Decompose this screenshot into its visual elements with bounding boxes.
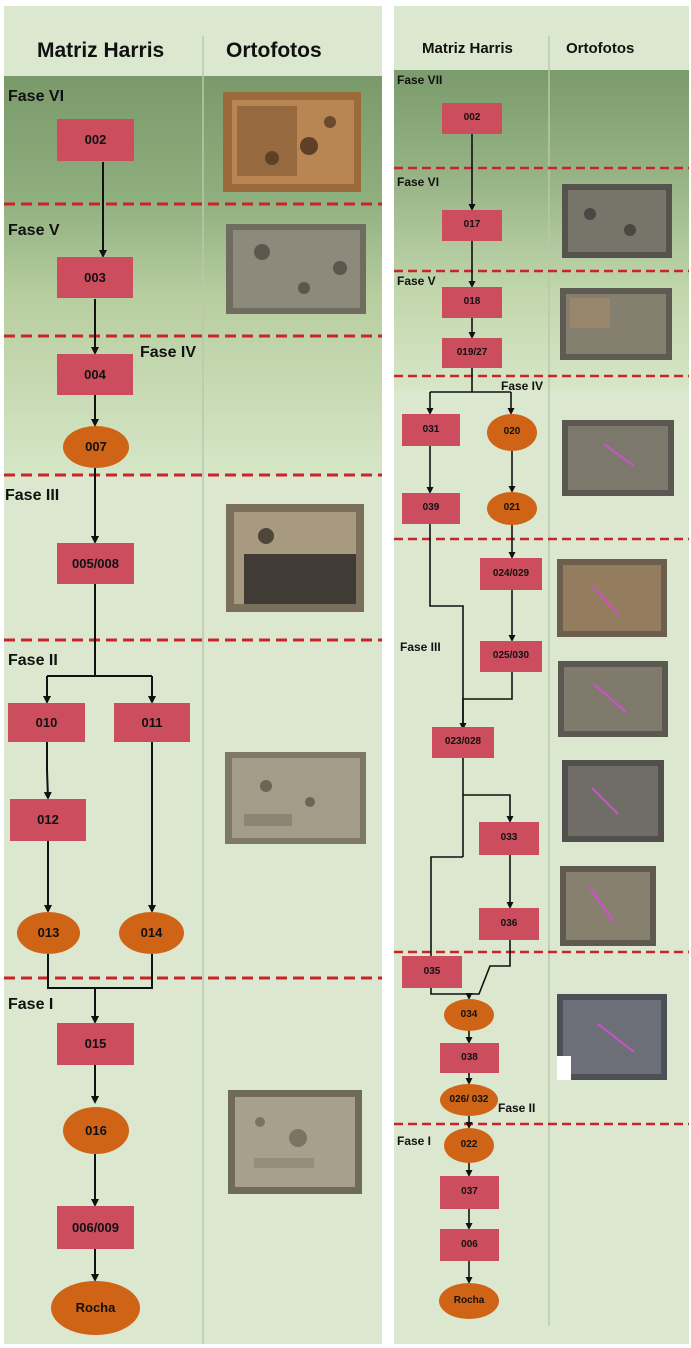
orthophoto-phase-2	[225, 752, 366, 844]
phase-label-vi: Fase VI	[397, 175, 440, 189]
bedrock-rocha: Rocha	[439, 1283, 499, 1319]
phase-label-v: Fase V	[397, 274, 436, 288]
unit-005-008: 005/008	[57, 543, 134, 584]
orthophotos-column-header: Ortofotos	[226, 39, 322, 62]
unit-039: 039	[402, 493, 460, 524]
unit-033: 033	[479, 822, 539, 855]
orthophoto-phase-6	[562, 184, 672, 258]
phase-label-vii: Fase VII	[397, 73, 443, 87]
orthophoto-phase-1	[228, 1090, 362, 1194]
unit-006-009: 006/009	[57, 1206, 134, 1249]
unit-023-028: 023/028	[432, 727, 494, 758]
phase-label-v: Fase V	[8, 222, 60, 239]
interface-016: 016	[63, 1107, 129, 1154]
unit-006: 006	[440, 1229, 499, 1261]
orthophoto-phase-3	[226, 504, 364, 612]
unit-017: 017	[442, 210, 502, 241]
interface-013: 013	[17, 912, 80, 954]
unit-011: 011	[114, 703, 190, 742]
orthophoto-phase-2	[557, 994, 667, 1080]
phase-label-ii: Fase II	[8, 652, 58, 669]
orthophoto-phase-6	[223, 92, 361, 192]
phase-separators	[394, 166, 689, 1126]
unit-036: 036	[479, 908, 539, 940]
interface-021: 021	[487, 492, 537, 525]
interface-014: 014	[119, 912, 184, 954]
phase-label-ii: Fase II	[498, 1101, 536, 1115]
phase-separators	[4, 202, 382, 980]
phase-label-iii: Fase III	[400, 640, 441, 654]
unit-031: 031	[402, 414, 460, 446]
bedrock-rocha: Rocha	[51, 1281, 140, 1335]
interface-022: 022	[444, 1128, 494, 1163]
orthophoto-phase-5	[226, 224, 366, 314]
right-panel: Matriz Harris Ortofotos Fase VII Fase VI…	[394, 6, 689, 1344]
unit-012: 012	[10, 799, 86, 841]
interface-034: 034	[444, 999, 494, 1031]
orthophoto-phase-3b	[558, 661, 668, 737]
unit-019-27: 019/27	[442, 338, 502, 368]
unit-003: 003	[57, 257, 133, 298]
phase-label-i: Fase I	[397, 1134, 432, 1148]
unit-035: 035	[402, 956, 462, 988]
left-panel-graphics	[4, 6, 382, 1344]
interface-026-032: 026/ 032	[440, 1084, 498, 1116]
orthophoto-phase-3a	[557, 559, 667, 637]
unit-025-030: 025/030	[480, 641, 542, 672]
orthophoto-phase-3c	[562, 760, 664, 842]
unit-024-029: 024/029	[480, 558, 542, 590]
matrix-connectors	[426, 134, 516, 1284]
orthophoto-phase-5	[560, 288, 672, 360]
phase-label-vi: Fase VI	[8, 88, 65, 105]
unit-015: 015	[57, 1023, 134, 1065]
left-panel: Matriz Harris Ortofotos Fase VI Fase V F…	[4, 6, 382, 1344]
unit-038: 038	[440, 1043, 499, 1073]
unit-002: 002	[442, 103, 502, 134]
phase-label-iv: Fase IV	[140, 344, 197, 361]
phase-label-i: Fase I	[8, 996, 54, 1013]
matrix-connectors	[43, 162, 156, 1282]
phase-label-iii: Fase III	[5, 487, 60, 504]
right-panel-graphics	[394, 6, 689, 1344]
unit-010: 010	[8, 703, 85, 742]
unit-018: 018	[442, 287, 502, 318]
orthophoto-phase-4	[562, 420, 674, 496]
orthophotos-column-header: Ortofotos	[566, 40, 635, 57]
interface-007: 007	[63, 426, 129, 468]
matrix-column-header: Matriz Harris	[37, 39, 165, 62]
matrix-column-header: Matriz Harris	[422, 40, 513, 57]
unit-002: 002	[57, 119, 134, 161]
interface-020: 020	[487, 414, 537, 451]
unit-004: 004	[57, 354, 133, 395]
orthophoto-phase-3d	[560, 866, 656, 946]
unit-037: 037	[440, 1176, 499, 1209]
phase-label-iv: Fase IV	[501, 379, 544, 393]
